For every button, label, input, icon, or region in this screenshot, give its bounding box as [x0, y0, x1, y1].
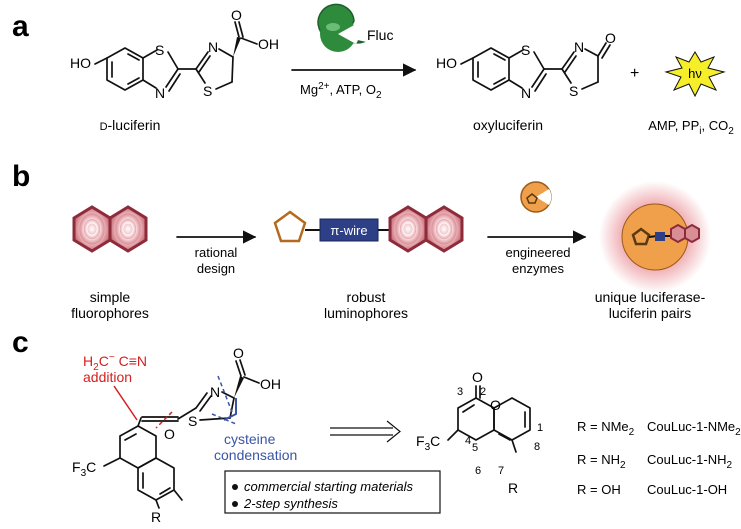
atom-OH: OH — [258, 36, 279, 52]
variant-list: R = NMe2 CouLuc-1-NMe2 R = NH2 CouLuc-1-… — [577, 419, 741, 497]
cyclopentane-icon — [273, 210, 307, 243]
stage2-line2: luminophores — [324, 305, 408, 321]
ring-number-6: 6 — [475, 465, 481, 477]
atom-N: N — [155, 85, 165, 101]
atom-N: N — [521, 85, 531, 101]
pi-wire-label: π-wire — [330, 223, 367, 238]
atom-N: N — [574, 39, 584, 55]
variant-3-r: R = OH — [577, 482, 621, 497]
ring-number-4: 4 — [465, 435, 471, 447]
stage2-line1: robust — [347, 289, 386, 305]
step1-line1: rational — [195, 245, 238, 260]
atom-O: O — [472, 369, 483, 385]
byproducts-label: AMP, PPi, CO2 — [648, 118, 734, 137]
ring-number-5: 5 — [472, 442, 478, 454]
atom-OH: OH — [260, 376, 281, 392]
step2-line2: enzymes — [512, 261, 565, 276]
atom-S: S — [203, 83, 212, 99]
atom-O: O — [605, 30, 616, 46]
atom-N: N — [208, 39, 218, 55]
plus-sign: + — [630, 65, 639, 82]
atom-HO: HO — [436, 55, 457, 71]
atom-O: O — [490, 397, 501, 413]
addition-pointer — [113, 385, 138, 421]
r-group: R — [508, 480, 518, 496]
fluc-enzyme-icon — [317, 3, 366, 52]
step2-line1: engineered — [505, 245, 570, 260]
product-label: oxyluciferin — [473, 117, 543, 133]
retrosynthesis-arrow — [330, 420, 401, 443]
condensation-line2: condensation — [214, 447, 297, 463]
panel-label-c: c — [12, 326, 29, 359]
atom-HO: HO — [70, 55, 91, 71]
atom-O: O — [164, 426, 175, 442]
oxyluciferin-structure: HO S N N S O — [436, 30, 616, 101]
enzyme-label: Fluc — [367, 27, 393, 43]
panel-label-a: a — [12, 10, 29, 43]
atom-S: S — [155, 42, 164, 58]
luciferase-luciferin-pair-icon — [599, 181, 711, 293]
light-label: hν — [688, 66, 702, 81]
naphthalene-icon-simple — [72, 205, 148, 253]
variant-2-r: R = NH2 — [577, 452, 626, 471]
atom-S: S — [569, 83, 578, 99]
conditions-label: Mg2+, ATP, O2 — [300, 81, 382, 101]
coumarin-luciferin-structure: O F3C R N S O OH — [72, 345, 281, 525]
stage3-line1: unique luciferase- — [595, 289, 706, 305]
variant-1-name: CouLuc-1-NMe2 — [647, 419, 741, 438]
panel-label-b: b — [12, 160, 30, 193]
variant-2-name: CouLuc-1-NH2 — [647, 452, 732, 471]
condensation-line1: cysteine — [224, 431, 276, 447]
cf3-label: F3C — [416, 433, 440, 453]
bullet-box — [224, 470, 441, 514]
luminophore-construct: π-wire — [273, 205, 464, 253]
bullet-1: commercial starting materials — [244, 479, 414, 494]
d-luciferin-structure: HO S N N S O OH — [70, 7, 279, 101]
engineered-enzyme-icon — [520, 181, 552, 213]
ring-number-2: 2 — [480, 386, 486, 398]
stage1-line2: fluorophores — [71, 305, 149, 321]
stage3-line2: luciferin pairs — [609, 305, 691, 321]
substrate-label: D-luciferin — [100, 117, 161, 133]
addition-formula: H2C−C≡N — [83, 352, 147, 373]
r-group: R — [151, 509, 161, 525]
variant-3-name: CouLuc-1-OH — [647, 482, 727, 497]
atom-S: S — [188, 413, 197, 429]
ring-number-7: 7 — [498, 465, 504, 477]
ring-number-1: 1 — [537, 422, 543, 434]
variant-1-r: R = NMe2 — [577, 419, 635, 438]
ring-number-3: 3 — [457, 386, 463, 398]
atom-O: O — [233, 345, 244, 361]
stage1-line1: simple — [90, 289, 131, 305]
cf3-label: F3C — [72, 459, 96, 479]
light-burst-icon: hν — [664, 51, 726, 98]
atom-O: O — [231, 7, 242, 23]
addition-label: addition — [83, 369, 132, 385]
coumarin-core-structure: O O F3C R — [416, 369, 531, 496]
step1-line2: design — [197, 261, 235, 276]
atom-S: S — [521, 42, 530, 58]
ring-number-8: 8 — [534, 441, 540, 453]
atom-N: N — [210, 384, 220, 400]
bullet-2: 2-step synthesis — [243, 496, 338, 511]
